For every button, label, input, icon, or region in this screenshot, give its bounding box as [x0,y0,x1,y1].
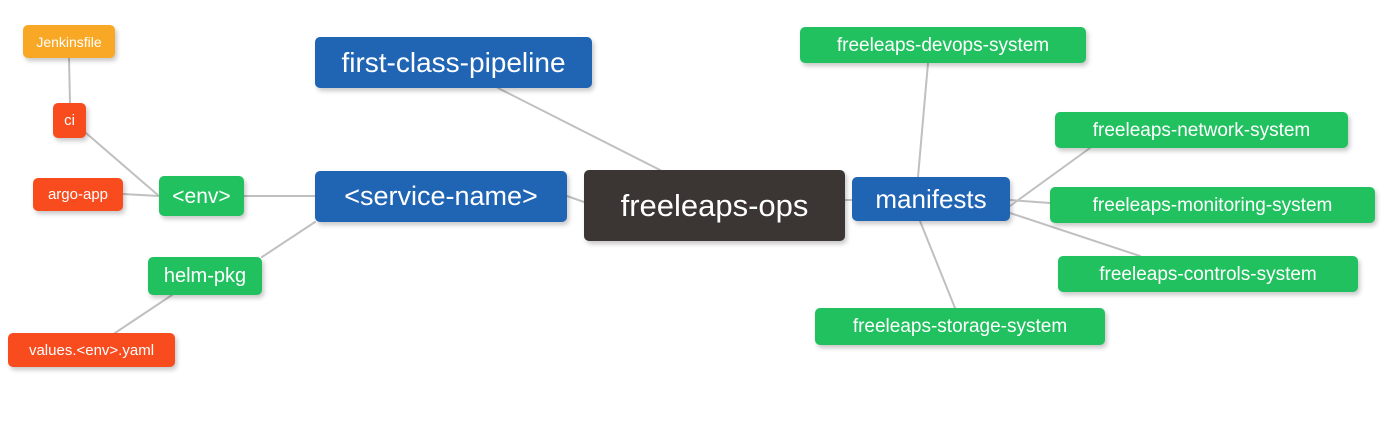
node-ci[interactable]: ci [53,103,86,138]
edge-first-class-pipeline-to-freeleaps-ops [497,87,661,171]
node-label-manifests: manifests [875,184,987,214]
node-freeleaps-ops[interactable]: freeleaps-ops [584,170,845,241]
node-values-yaml[interactable]: values.<env>.yaml [8,333,175,367]
node-label-values-yaml: values.<env>.yaml [28,341,155,359]
node-manifests[interactable]: manifests [852,177,1010,221]
node-label-freeleaps-monitoring-system: freeleaps-monitoring-system [1092,194,1333,216]
node-freeleaps-storage-system[interactable]: freeleaps-storage-system [815,308,1105,345]
node-freeleaps-controls-system[interactable]: freeleaps-controls-system [1058,256,1358,292]
edge-service-name-to-freeleaps-ops [566,195,585,203]
node-env[interactable]: <env> [159,176,244,216]
edge-argo-app-to-env [122,193,160,197]
node-freeleaps-devops-system[interactable]: freeleaps-devops-system [800,27,1086,63]
node-label-freeleaps-storage-system: freeleaps-storage-system [852,316,1068,337]
node-label-service-name: <service-name> [344,181,538,211]
node-label-freeleaps-ops: freeleaps-ops [620,188,809,223]
node-helm-pkg[interactable]: helm-pkg [148,257,262,295]
node-freeleaps-network-system[interactable]: freeleaps-network-system [1055,112,1348,148]
node-label-ci: ci [64,112,75,129]
node-label-freeleaps-network-system: freeleaps-network-system [1092,119,1311,141]
node-freeleaps-monitoring-system[interactable]: freeleaps-monitoring-system [1050,187,1375,223]
node-service-name[interactable]: <service-name> [315,171,567,222]
edge-service-name-to-helm-pkg [261,221,316,258]
edge-manifests-to-freeleaps-storage-system [919,220,956,309]
edge-manifests-to-freeleaps-monitoring-system [1009,199,1051,204]
node-label-argo-app: argo-app [47,186,109,203]
node-label-freeleaps-devops-system: freeleaps-devops-system [836,34,1050,56]
node-label-freeleaps-controls-system: freeleaps-controls-system [1099,263,1317,285]
node-label-first-class-pipeline: first-class-pipeline [341,46,566,78]
edge-helm-pkg-to-values-yaml [114,294,173,334]
node-argo-app[interactable]: argo-app [33,178,123,211]
node-first-class-pipeline[interactable]: first-class-pipeline [315,37,592,88]
edge-jenkinsfile-to-ci [68,57,71,104]
node-jenkinsfile[interactable]: Jenkinsfile [23,25,115,58]
node-label-helm-pkg: helm-pkg [163,265,247,287]
node-label-jenkinsfile: Jenkinsfile [36,33,102,50]
node-label-env: <env> [172,184,231,208]
edge-manifests-to-freeleaps-devops-system [917,62,929,178]
